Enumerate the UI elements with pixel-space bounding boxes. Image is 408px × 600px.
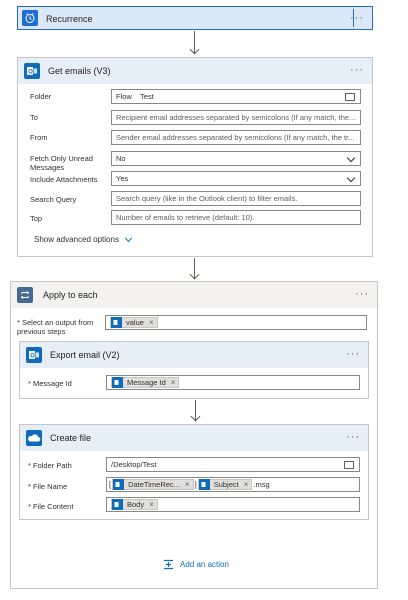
outlook-icon: O (24, 63, 40, 79)
show-advanced-options-link[interactable]: Show advanced options (34, 234, 132, 244)
chevron-down-icon (124, 234, 132, 242)
datetime-token: DateTimeRec... × (112, 479, 194, 490)
outlook-icon: O (26, 347, 42, 363)
apply-to-each-title: Apply to each (43, 290, 98, 300)
onedrive-icon (26, 430, 42, 446)
file-name-prefix: [ (109, 480, 112, 489)
outlook-token-icon (112, 377, 123, 388)
svg-text:O: O (30, 354, 35, 360)
value-token-label: value (126, 318, 144, 327)
outlook-token-icon (198, 479, 210, 490)
message-id-field[interactable]: Message Id × (106, 375, 360, 390)
file-name-label: * File Name (28, 482, 68, 491)
outlook-token-icon (113, 479, 125, 490)
top-label: Top (30, 214, 43, 223)
search-label: Search Query (30, 195, 77, 204)
unread-dropdown[interactable]: No (111, 151, 361, 166)
folder-path-field[interactable]: /Desktop/Test (106, 457, 360, 472)
to-placeholder: Recipient email addresses separated by s… (116, 113, 356, 122)
subject-token-label: Subject (213, 480, 239, 489)
create-file-header[interactable]: Create file ··· (20, 425, 368, 451)
body-token: Body × (111, 499, 158, 510)
from-field[interactable]: Sender email addresses separated by semi… (111, 130, 361, 145)
show-advanced-label: Show advanced options (34, 235, 119, 244)
chevron-down-icon (346, 173, 356, 183)
from-placeholder: Sender email addresses separated by semi… (116, 133, 355, 142)
export-email-card: O Export email (V2) ··· * Message Id Mes… (19, 341, 369, 399)
file-name-mid: ] (194, 480, 197, 489)
unread-value: No (116, 154, 126, 163)
recurrence-title: Recurrence (46, 14, 93, 24)
subject-token: Subject × (197, 479, 253, 490)
folder-picker-icon[interactable] (345, 93, 355, 101)
export-email-more-button[interactable]: ··· (346, 348, 360, 360)
apply-to-each-more-button[interactable]: ··· (355, 288, 369, 300)
select-output-field[interactable]: value × (105, 315, 367, 330)
connector-arrow (189, 44, 200, 55)
clock-icon (22, 10, 38, 26)
message-id-token-label: Message Id (127, 378, 166, 387)
loop-icon (17, 287, 33, 303)
add-action-label: Add an action (180, 560, 229, 569)
attachments-dropdown[interactable]: Yes (111, 171, 361, 186)
create-file-more-button[interactable]: ··· (346, 431, 360, 443)
unread-label: Fetch Only Unread Messages (30, 154, 93, 172)
file-content-label: * File Content (28, 502, 74, 511)
outlook-token-icon (112, 499, 123, 510)
apply-to-each-header[interactable]: Apply to each ··· (11, 282, 377, 308)
top-placeholder: Number of emails to retrieve (default: 1… (116, 213, 255, 222)
select-output-label: * Select an output from previous steps (17, 318, 94, 336)
folder-value: Flow Test (116, 92, 154, 101)
to-field[interactable]: Recipient email addresses separated by s… (111, 110, 361, 125)
file-name-suffix: .msg (253, 480, 270, 489)
remove-token-icon[interactable]: × (184, 480, 190, 489)
add-action-icon (163, 559, 174, 570)
value-token: value × (110, 317, 158, 328)
svg-text:O: O (28, 70, 33, 76)
datetime-token-label: DateTimeRec... (128, 480, 180, 489)
get-emails-title: Get emails (V3) (48, 66, 111, 76)
top-field[interactable]: Number of emails to retrieve (default: 1… (111, 210, 361, 225)
search-field[interactable]: Search query (like in the Outlook client… (111, 191, 361, 206)
recurrence-divider (353, 9, 354, 27)
get-emails-card: O Get emails (V3) ··· Folder Flow Test T… (17, 57, 373, 257)
remove-token-icon[interactable]: × (148, 318, 154, 327)
recurrence-more-button[interactable]: ··· (350, 12, 364, 24)
file-name-field[interactable]: [ DateTimeRec... × ] Subject × .msg (106, 477, 360, 492)
get-emails-more-button[interactable]: ··· (350, 64, 364, 76)
chevron-down-icon (346, 153, 356, 163)
folder-picker-icon[interactable] (344, 461, 354, 469)
export-email-title: Export email (V2) (50, 350, 120, 360)
outlook-token-icon (111, 317, 122, 328)
connector-line (194, 258, 195, 278)
get-emails-header[interactable]: O Get emails (V3) ··· (18, 58, 372, 84)
export-email-header[interactable]: O Export email (V2) ··· (20, 342, 368, 368)
recurrence-card[interactable]: Recurrence ··· (17, 6, 373, 30)
message-id-label: * Message Id (28, 379, 72, 388)
remove-token-icon[interactable]: × (170, 378, 176, 387)
apply-to-each-card: Apply to each ··· * Select an output fro… (10, 281, 378, 589)
create-file-title: Create file (50, 433, 92, 443)
file-content-field[interactable]: Body × (106, 497, 360, 512)
to-label: To (30, 113, 38, 122)
folder-field[interactable]: Flow Test (111, 89, 361, 104)
connector-line (194, 31, 195, 53)
folder-path-value: /Desktop/Test (111, 460, 157, 469)
message-id-token: Message Id × (111, 377, 180, 388)
remove-token-icon[interactable]: × (243, 480, 249, 489)
connector-arrow (190, 411, 201, 422)
create-file-card: Create file ··· * Folder Path /Desktop/T… (19, 424, 369, 520)
remove-token-icon[interactable]: × (149, 500, 154, 509)
connector-line (195, 400, 196, 420)
body-token-label: Body (127, 500, 145, 509)
connector-arrow (189, 269, 200, 280)
attachments-label: Include Attachments (30, 175, 98, 184)
from-label: From (30, 133, 48, 142)
folder-label: Folder (30, 92, 52, 101)
search-placeholder: Search query (like in the Outlook client… (116, 194, 298, 203)
folder-path-label: * Folder Path (28, 461, 72, 470)
add-action-button[interactable]: Add an action (163, 559, 229, 570)
attachments-value: Yes (116, 174, 129, 183)
